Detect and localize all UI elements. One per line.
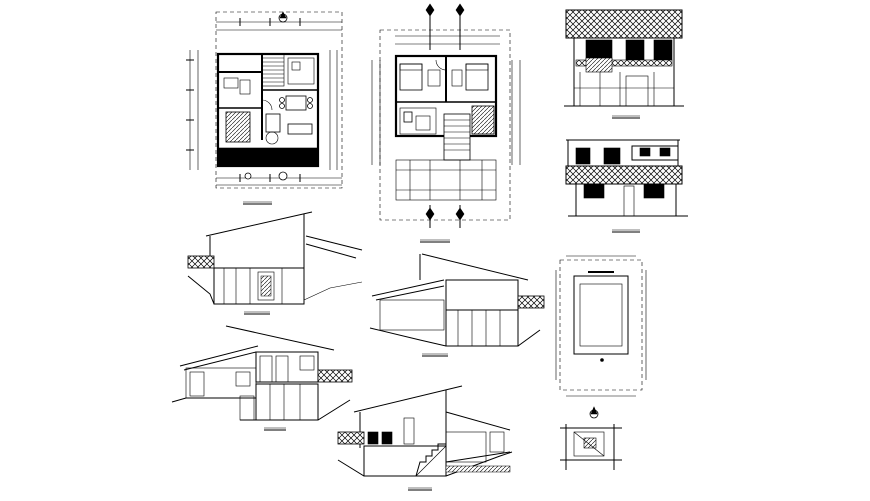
upper-floor-plan xyxy=(371,3,521,243)
plan-boundary xyxy=(215,11,343,189)
front-door xyxy=(625,75,649,107)
ground-floor-plan xyxy=(186,11,343,205)
section-a xyxy=(171,325,353,431)
bed-left xyxy=(399,63,423,91)
building-footprint xyxy=(573,275,629,355)
central-stair xyxy=(443,113,471,161)
side-door xyxy=(257,271,275,301)
terrace-slab xyxy=(217,147,319,167)
location-plan xyxy=(560,406,622,470)
rear-elevation xyxy=(565,139,688,233)
plot-outline xyxy=(573,431,605,457)
site-boundary xyxy=(559,259,643,391)
grid-marker-icon xyxy=(425,3,435,17)
bed-right xyxy=(465,63,489,91)
stair-section xyxy=(415,443,446,477)
roof-tiles xyxy=(565,9,683,39)
roof-tiles xyxy=(565,165,683,185)
dining-table xyxy=(285,95,307,111)
section-b xyxy=(337,385,513,491)
bathroom xyxy=(399,107,437,135)
section-marker-icon xyxy=(278,171,288,181)
side-elevation-right xyxy=(369,253,545,357)
grid-marker-icon xyxy=(455,3,465,17)
front-elevation xyxy=(564,9,684,119)
side-elevation-left xyxy=(187,211,363,315)
site-plan xyxy=(555,255,647,397)
deck-frame xyxy=(395,159,497,201)
rear-door xyxy=(623,185,635,217)
stair-hatch xyxy=(225,111,251,143)
plan-boundary xyxy=(379,29,511,221)
